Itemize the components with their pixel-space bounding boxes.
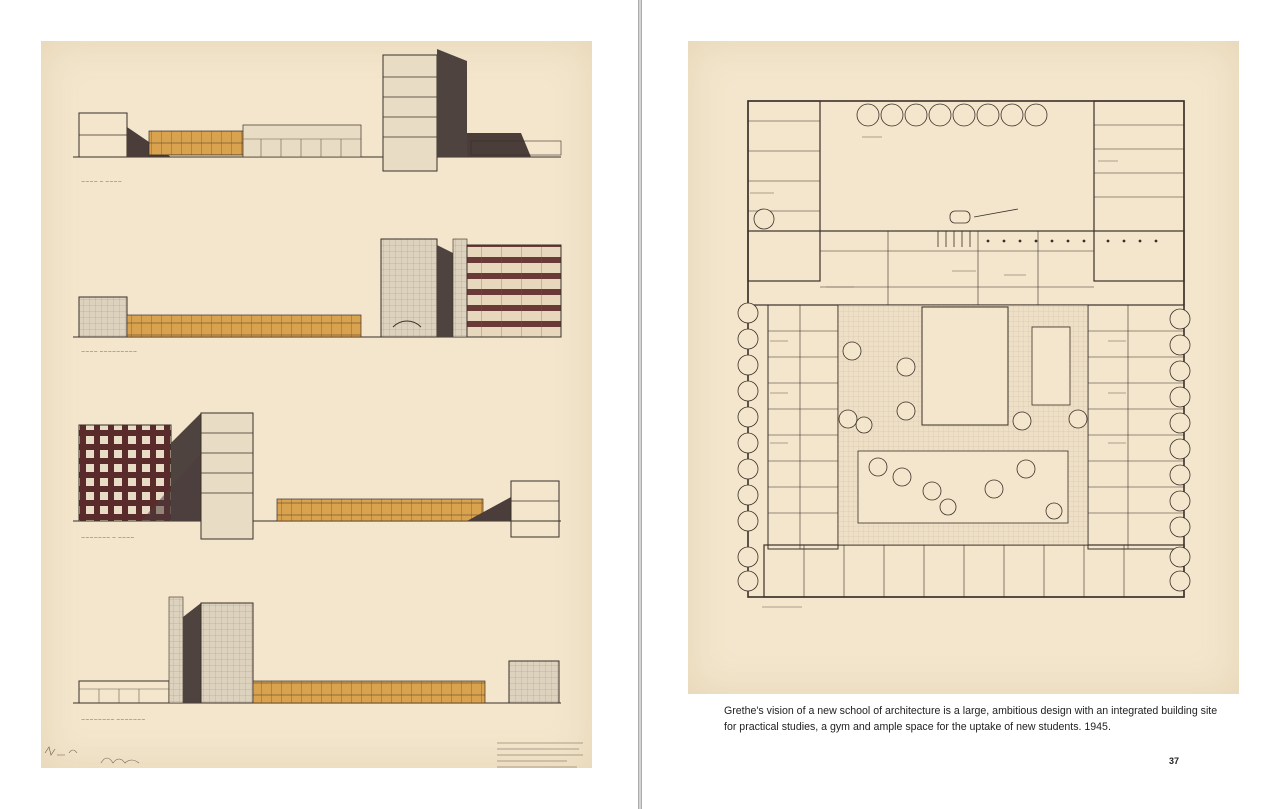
floor-plan-drawing: [737, 100, 1191, 608]
trees: [737, 103, 1191, 592]
right-page: Grethe's vision of a new school of archi…: [642, 0, 1280, 809]
book-gutter: [638, 0, 642, 809]
corridor-columns: [986, 239, 1158, 243]
title-block-handwriting: [44, 742, 583, 768]
elevation-2: ~~~~ ~~~~~~~~~: [73, 238, 562, 355]
page-number: 37: [1169, 756, 1180, 766]
plan-drawing-sheet: [688, 41, 1239, 694]
entrance-feature: [937, 208, 1019, 247]
elevation-4: ~~~~~~~~ ~~~~~~~: [73, 596, 561, 723]
left-page: ~~~~ ~ ~~~~ ~~~~ ~~~~~~~~~: [0, 0, 638, 809]
room-partitions: [748, 120, 1184, 597]
plan-annotations: [750, 136, 1126, 608]
svg-text:~~~~ ~ ~~~~: ~~~~ ~ ~~~~: [81, 179, 122, 185]
elevation-drawing-sheet: ~~~~ ~ ~~~~ ~~~~ ~~~~~~~~~: [41, 41, 592, 768]
svg-text:~~~~~~~~ ~~~~~~~: ~~~~~~~~ ~~~~~~~: [81, 717, 145, 723]
elevation-drawing: ~~~~ ~ ~~~~ ~~~~ ~~~~~~~~~: [44, 49, 583, 768]
svg-text:~~~~ ~~~~~~~~~: ~~~~ ~~~~~~~~~: [81, 349, 137, 355]
elevation-1: ~~~~ ~ ~~~~: [73, 49, 562, 185]
svg-text:~~~~~~~ ~ ~~~~: ~~~~~~~ ~ ~~~~: [81, 535, 134, 541]
elevation-3: ~~~~~~~ ~ ~~~~: [73, 412, 561, 541]
figure-caption: Grethe's vision of a new school of archi…: [724, 705, 1218, 733]
